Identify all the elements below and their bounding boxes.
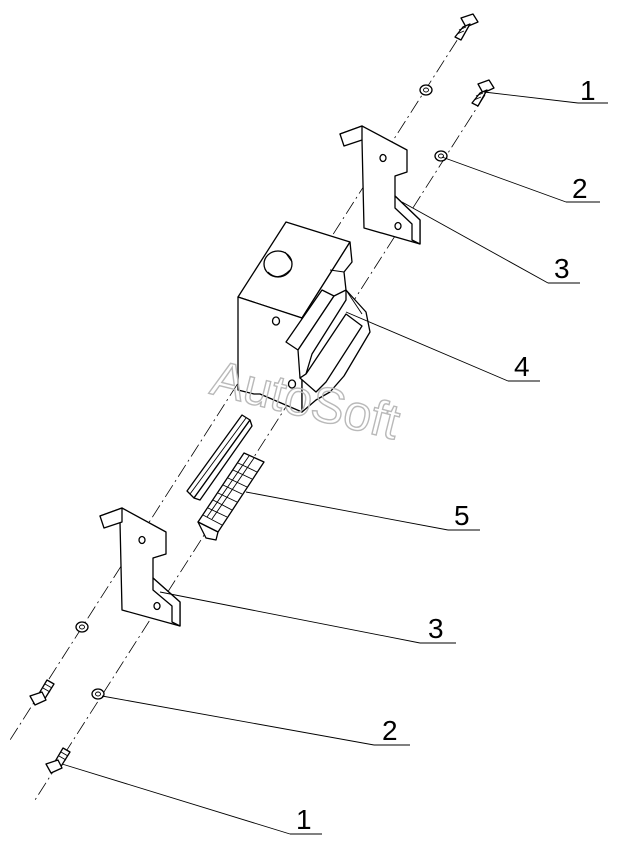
callout-number: 3 xyxy=(428,613,444,644)
washer-top-right xyxy=(434,150,448,162)
callout-number: 5 xyxy=(454,500,470,531)
callout-number: 1 xyxy=(296,804,312,835)
slide-bar xyxy=(186,414,253,501)
callout-2-top: 2 xyxy=(441,156,600,204)
side-plate-top xyxy=(339,125,421,245)
jaw-insert xyxy=(197,452,265,541)
callout-number: 2 xyxy=(382,715,398,746)
callout-number: 1 xyxy=(580,75,596,106)
callout-3-top: 3 xyxy=(401,201,580,284)
callout-3-bottom: 3 xyxy=(159,591,456,644)
callout-number: 2 xyxy=(572,173,588,204)
center-block xyxy=(237,221,371,413)
side-plate-bottom xyxy=(99,507,181,627)
callout-1-top: 1 xyxy=(483,75,608,106)
washer-top-left xyxy=(419,84,433,96)
callout-4: 4 xyxy=(345,311,540,382)
bolt-top-left xyxy=(454,13,479,41)
bolt-top-right xyxy=(471,79,495,107)
callout-2-bottom: 2 xyxy=(101,695,410,746)
callout-5: 5 xyxy=(245,491,480,531)
bolt-bottom-left xyxy=(29,679,55,706)
washer-bottom-left xyxy=(75,621,89,633)
bolt-bottom-right xyxy=(45,747,71,774)
callout-number: 3 xyxy=(554,253,570,284)
washer-bottom-right xyxy=(91,688,105,700)
callout-1-bottom: 1 xyxy=(61,763,322,835)
callout-number: 4 xyxy=(514,351,530,382)
jaw-teeth xyxy=(202,455,258,526)
